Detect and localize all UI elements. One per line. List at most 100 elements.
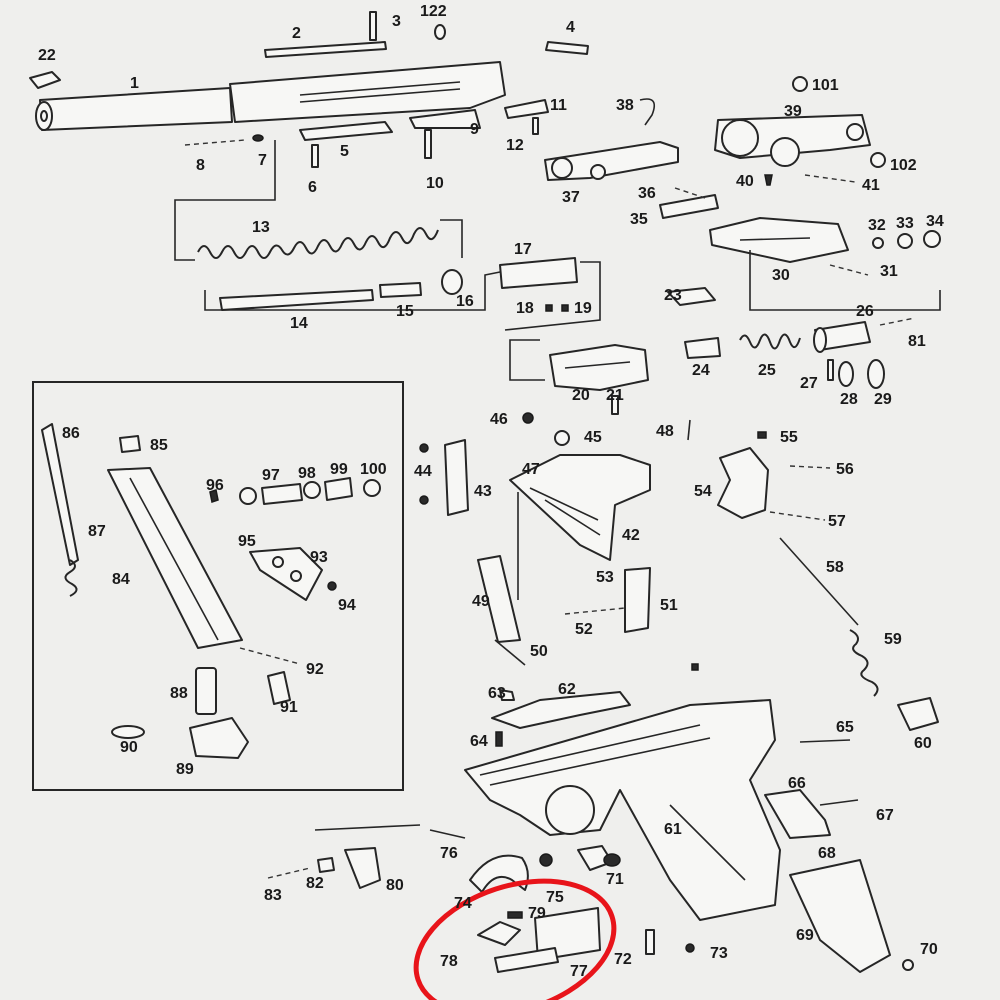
part-label-39: 39	[784, 103, 802, 120]
part-label-31: 31	[880, 263, 898, 280]
part-label-87: 87	[88, 523, 106, 540]
part-label-67: 67	[876, 807, 894, 824]
part-label-23: 23	[664, 287, 682, 304]
part-label-77: 77	[570, 963, 588, 980]
part-label-41: 41	[862, 177, 880, 194]
part-label-35: 35	[630, 211, 648, 228]
part-label-93: 93	[310, 549, 328, 566]
part-label-56: 56	[836, 461, 854, 478]
safety-trigger-assembly	[717, 431, 939, 731]
part-label-86: 86	[62, 425, 80, 442]
part-label-89: 89	[176, 761, 194, 778]
part-label-48: 48	[656, 423, 674, 440]
part-label-72: 72	[614, 951, 632, 968]
part-label-92: 92	[306, 661, 324, 678]
part-label-42: 42	[622, 527, 640, 544]
part-label-75: 75	[546, 889, 564, 906]
part-label-80: 80	[386, 877, 404, 894]
part-label-66: 66	[788, 775, 806, 792]
part-label-51: 51	[660, 597, 678, 614]
part-label-101: 101	[812, 77, 839, 94]
part-label-25: 25	[758, 362, 776, 379]
part-label-38: 38	[616, 97, 634, 114]
part-label-91: 91	[280, 699, 298, 716]
part-label-47: 47	[522, 461, 540, 478]
part-label-70: 70	[920, 941, 938, 958]
toggle-assembly	[544, 76, 886, 186]
part-label-45: 45	[584, 429, 602, 446]
part-label-95: 95	[238, 533, 256, 550]
part-label-33: 33	[896, 215, 914, 232]
part-label-26: 26	[856, 303, 874, 320]
part-label-46: 46	[490, 411, 508, 428]
part-label-1: 1	[130, 75, 139, 92]
frame-assembly	[267, 663, 914, 973]
part-label-76: 76	[440, 845, 458, 862]
part-label-12: 12	[506, 137, 524, 154]
part-label-57: 57	[828, 513, 846, 530]
part-label-94: 94	[338, 597, 356, 614]
part-label-122: 122	[420, 3, 447, 20]
part-label-81: 81	[908, 333, 926, 350]
part-label-3: 3	[392, 13, 401, 30]
part-label-28: 28	[840, 391, 858, 408]
part-label-88: 88	[170, 685, 188, 702]
part-label-78: 78	[440, 953, 458, 970]
firing-pin-assembly	[509, 287, 916, 415]
recoil-spring-assembly	[197, 219, 601, 331]
part-label-24: 24	[692, 362, 710, 379]
part-label-30: 30	[772, 267, 790, 284]
part-label-82: 82	[306, 875, 324, 892]
side-plate-assembly	[419, 412, 691, 666]
part-label-29: 29	[874, 391, 892, 408]
part-label-22: 22	[38, 47, 56, 64]
part-label-18: 18	[516, 300, 534, 317]
part-label-17: 17	[514, 241, 532, 258]
part-label-2: 2	[292, 25, 301, 42]
highlighted-parts-77-79	[477, 907, 601, 973]
part-label-69: 69	[796, 927, 814, 944]
part-label-71: 71	[606, 871, 624, 888]
part-label-34: 34	[926, 213, 944, 230]
part-label-16: 16	[456, 293, 474, 310]
part-label-97: 97	[262, 467, 280, 484]
part-label-15: 15	[396, 303, 414, 320]
part-label-83: 83	[264, 887, 282, 904]
part-label-61: 61	[664, 821, 682, 838]
part-label-65: 65	[836, 719, 854, 736]
part-label-99: 99	[330, 461, 348, 478]
part-label-49: 49	[472, 593, 490, 610]
part-label-85: 85	[150, 437, 168, 454]
part-label-4: 4	[566, 19, 575, 36]
part-label-58: 58	[826, 559, 844, 576]
part-label-73: 73	[710, 945, 728, 962]
part-label-60: 60	[914, 735, 932, 752]
breech-block-assembly	[659, 187, 941, 311]
part-label-102: 102	[890, 157, 917, 174]
part-label-14: 14	[290, 315, 308, 332]
part-label-10: 10	[426, 175, 444, 192]
part-label-36: 36	[638, 185, 656, 202]
part-label-20: 20	[572, 387, 590, 404]
part-label-8: 8	[196, 157, 205, 174]
part-label-7: 7	[258, 152, 267, 169]
part-label-9: 9	[470, 121, 479, 138]
barrel-assembly	[29, 11, 589, 261]
part-label-98: 98	[298, 465, 316, 482]
part-label-11: 11	[550, 97, 567, 114]
part-label-40: 40	[736, 173, 754, 190]
part-label-52: 52	[575, 621, 593, 638]
part-label-44: 44	[414, 463, 432, 480]
part-label-79: 79	[528, 905, 546, 922]
part-label-27: 27	[800, 375, 818, 392]
part-label-37: 37	[562, 189, 580, 206]
part-label-53: 53	[596, 569, 614, 586]
part-label-90: 90	[120, 739, 138, 756]
part-label-62: 62	[558, 681, 576, 698]
part-label-68: 68	[818, 845, 836, 862]
part-label-13: 13	[252, 219, 270, 236]
part-label-5: 5	[340, 143, 349, 160]
magazine-inset	[32, 381, 404, 791]
